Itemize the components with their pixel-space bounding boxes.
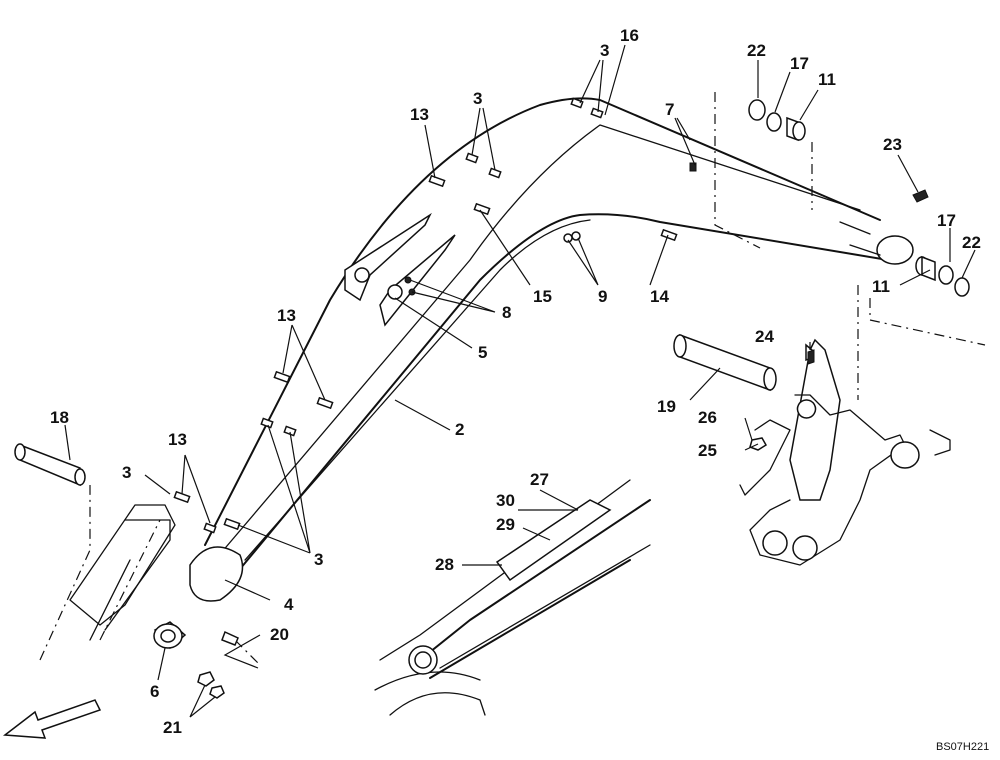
callout-label: 15 [533, 287, 552, 306]
clip-fittings [173, 97, 697, 534]
bushings-upper [748, 99, 970, 297]
direction-arrow [2, 699, 102, 739]
callout-label: 3 [473, 89, 482, 108]
callout-label: 11 [872, 277, 890, 296]
inset-detail [374, 479, 651, 716]
callout-label: 25 [698, 441, 717, 460]
callout-label: 13 [410, 105, 429, 124]
callout-label: 27 [530, 470, 549, 489]
callout-label: 8 [502, 303, 511, 322]
callout-label: 13 [277, 306, 296, 325]
drawing-code: BS07H221 [936, 741, 989, 753]
callout-label: 11 [818, 70, 836, 89]
callout-label: 14 [650, 287, 669, 306]
callout-label: 9 [598, 287, 607, 306]
callout-label: 3 [122, 463, 131, 482]
callout-label: 17 [937, 211, 956, 230]
callout-label: 19 [657, 397, 676, 416]
callout-label: 18 [50, 408, 69, 427]
callout-label: 2 [455, 420, 464, 439]
pin-6 [153, 621, 239, 699]
callout-label: 3 [600, 41, 609, 60]
callout-label: 7 [665, 100, 674, 119]
pin-18 [14, 443, 86, 487]
leader-lines [64, 44, 976, 718]
callout-label: 5 [478, 343, 487, 362]
pin-19 [673, 333, 777, 392]
callout-label: 22 [747, 41, 766, 60]
callout-label: 13 [168, 430, 187, 449]
callout-label: 6 [150, 682, 159, 701]
callout-label: 28 [435, 555, 454, 574]
boom-end [69, 504, 176, 641]
bucket-link [739, 338, 951, 566]
callout-label: 30 [496, 491, 515, 510]
callout-label: 20 [270, 625, 289, 644]
callout-label: 21 [163, 718, 182, 737]
callout-label: 24 [755, 327, 774, 346]
callout-label: 3 [314, 550, 323, 569]
callout-label: 29 [496, 515, 515, 534]
callout-label: 4 [284, 595, 294, 614]
callout-label: 16 [620, 26, 639, 45]
callout-label: 17 [790, 54, 809, 73]
callout-label: 23 [883, 135, 902, 154]
callout-labels: 3 16 22 17 11 3 13 7 23 17 22 8 15 9 14 … [50, 26, 981, 737]
centerlines [39, 92, 986, 666]
callout-label: 26 [698, 408, 717, 427]
arm-body [189, 97, 914, 602]
callout-label: 22 [962, 233, 981, 252]
cylinder-bracket [344, 212, 456, 327]
